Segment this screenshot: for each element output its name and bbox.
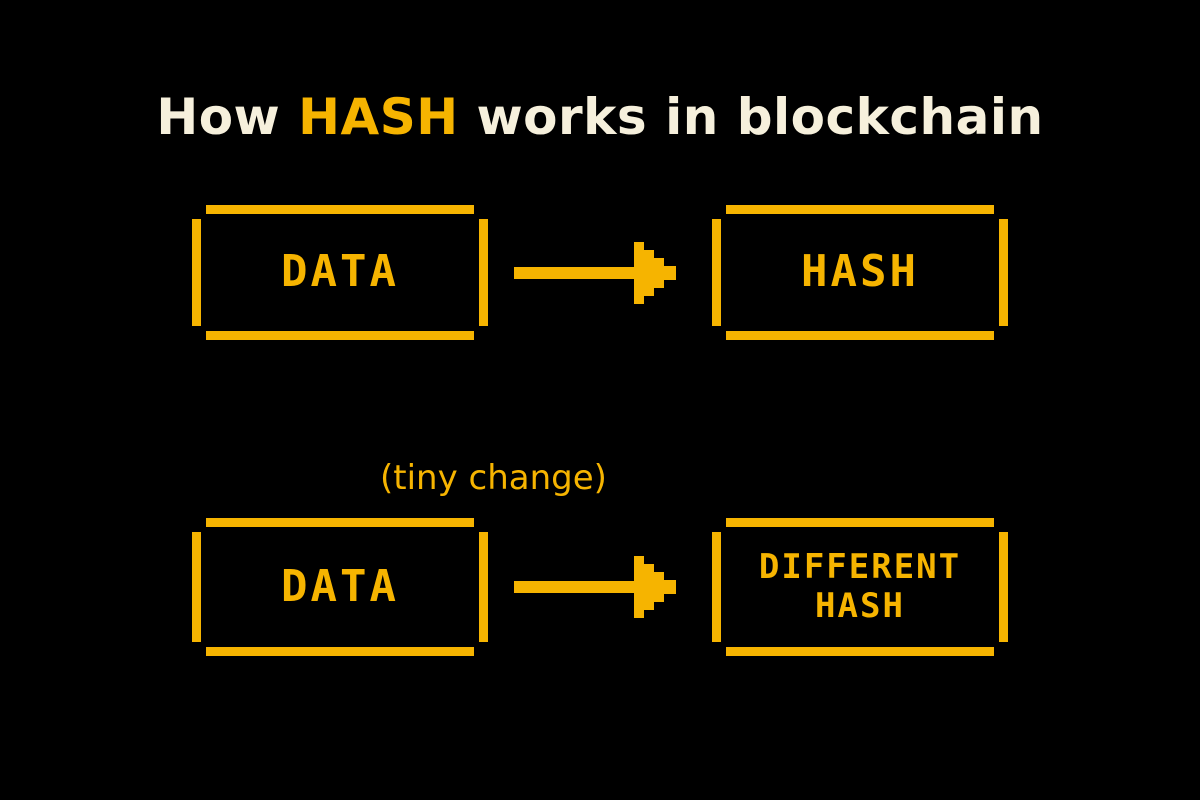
- title-highlight: HASH: [298, 88, 459, 146]
- title-suffix: works in blockchain: [458, 88, 1044, 146]
- arrow-right-icon: [514, 242, 676, 304]
- box-border-left: [192, 532, 201, 642]
- box-border-top: [726, 518, 994, 527]
- arrow-right-icon: [514, 556, 676, 618]
- box-border-bottom: [726, 647, 994, 656]
- box-border-left: [192, 219, 201, 326]
- box-border-top: [206, 518, 474, 527]
- title-prefix: How: [156, 88, 299, 146]
- box-border-right: [479, 532, 488, 642]
- box-border-top: [726, 205, 994, 214]
- box-border-top: [206, 205, 474, 214]
- box-border-right: [479, 219, 488, 326]
- hash-box: HASH: [712, 205, 1008, 340]
- box-border-bottom: [206, 647, 474, 656]
- hash-label: HASH: [801, 246, 919, 298]
- box-border-right: [999, 532, 1008, 642]
- diagram-title: How HASH works in blockchain: [0, 88, 1200, 146]
- data-label-original: DATA: [281, 246, 399, 298]
- box-border-right: [999, 219, 1008, 326]
- data-box-original: DATA: [192, 205, 488, 340]
- different-hash-label: DIFFERENT HASH: [758, 546, 962, 626]
- box-border-bottom: [726, 331, 994, 340]
- data-label-changed: DATA: [281, 560, 399, 612]
- different-hash-box: DIFFERENT HASH: [712, 518, 1008, 656]
- tiny-change-note: (tiny change): [380, 458, 607, 498]
- box-border-bottom: [206, 331, 474, 340]
- box-border-left: [712, 532, 721, 642]
- data-box-changed: DATA: [192, 518, 488, 656]
- box-border-left: [712, 219, 721, 326]
